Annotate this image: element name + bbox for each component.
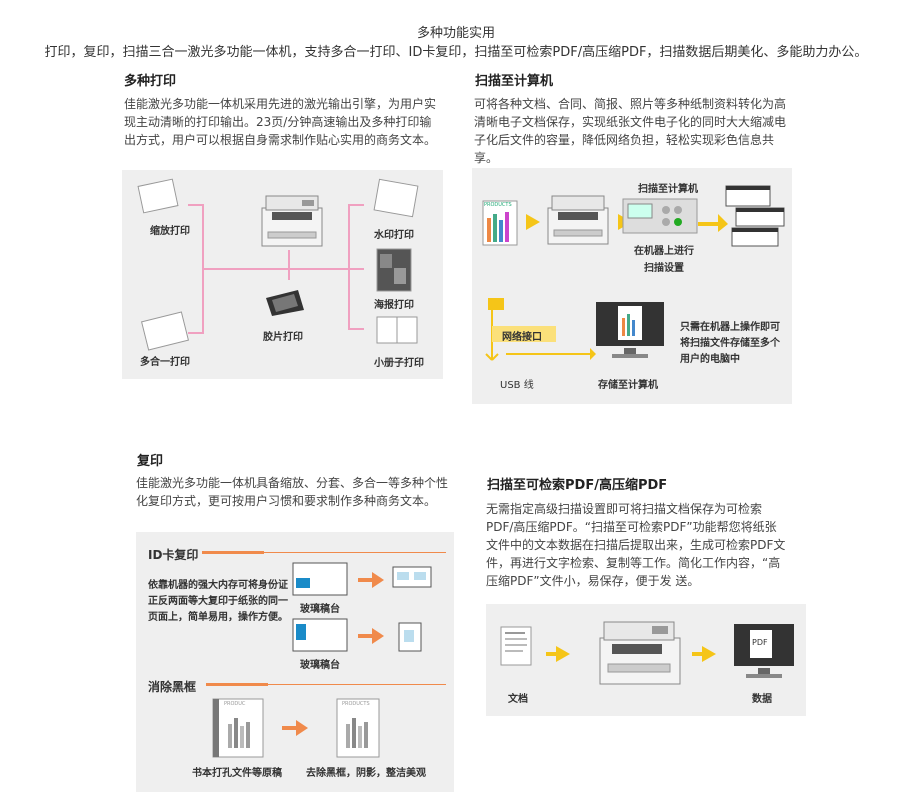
scan-pc-section-title: 扫描至计算机 <box>475 74 554 89</box>
network-port-icon <box>488 298 504 310</box>
film-icon <box>266 290 304 316</box>
scan-pdf-diagram: 文档 PDF 数据 <box>486 604 806 716</box>
divider <box>206 552 446 553</box>
connector-line <box>348 268 364 270</box>
print-section-title: 多种打印 <box>124 74 177 89</box>
cable-line <box>506 348 596 360</box>
connector-line <box>188 204 204 206</box>
on-machine-label-2: 扫描设置 <box>644 263 684 274</box>
scan-pdf-section-title: 扫描至可检索PDF/高压缩PDF <box>487 478 668 493</box>
usb-label: USB 线 <box>500 380 534 391</box>
document-icon <box>137 178 179 214</box>
control-panel-icon <box>622 198 698 234</box>
screens-icon <box>725 185 785 247</box>
scan-pdf-section-text: 无需指定高级扫描设置即可将扫描文档保存为可检索PDF/高压缩PDF。“扫描至可检… <box>486 502 786 588</box>
arrow-icon <box>372 572 384 588</box>
zoom-print-label: 缩放打印 <box>150 226 190 237</box>
glass-platen-icon <box>292 618 348 652</box>
glass-platen-icon <box>292 562 348 596</box>
pdf-label: PDF <box>752 638 768 647</box>
note-line-3: 用户的电脑中 <box>680 354 740 365</box>
arrow-shaft <box>546 652 558 656</box>
monitor-icon <box>596 302 664 358</box>
arrow-shaft <box>358 634 372 638</box>
erase-frame-label: 消除黑框 <box>148 680 197 694</box>
arrow-shaft <box>358 578 372 582</box>
copy-section-text: 佳能激光多功能一体机具备缩放、分套、多合一等多种个性化复印方式，更可按用户习惯和… <box>136 476 449 508</box>
watermark-print-label: 水印打印 <box>374 230 414 241</box>
note-line-2: 将扫描文件存储至多个 <box>680 338 780 349</box>
result-card-icon <box>398 622 422 652</box>
products-label: PRODUC <box>224 701 246 707</box>
printer-icon <box>261 195 323 247</box>
booklet-print-label: 小册子打印 <box>374 358 424 369</box>
connector-line <box>288 250 290 270</box>
print-diagram: 缩放打印 多合一打印 胶片打印 水印打印 海报打印 小册子打印 <box>122 170 443 379</box>
id-copy-label: ID卡复印 <box>148 548 199 562</box>
print-section-text: 佳能激光多功能一体机采用先进的激光输出引擎，为用户实现主动清晰的打印输出。23页… <box>124 97 437 147</box>
original-doc-icon <box>212 698 264 758</box>
printer-icon <box>599 621 681 685</box>
copy-diagram: ID卡复印 依靠机器的强大内存可将身份证正反两面等大复印于纸张的同一页面上，简单… <box>136 532 454 792</box>
scan-pc-section-text: 可将各种文档、合同、简报、照片等多种纸制资料转化为高清晰电子文档保存，实现纸张文… <box>474 97 787 165</box>
scan-to-pc-label: 扫描至计算机 <box>638 184 698 195</box>
printer-icon <box>547 195 609 245</box>
multi-print-label: 多合一打印 <box>140 357 190 368</box>
id-copy-desc: 依靠机器的强大内存可将身份证正反两面等大复印于纸张的同一页面上，简单易用，操作方… <box>148 580 288 623</box>
document-icon <box>500 626 532 666</box>
connector-line <box>188 332 204 334</box>
arrow-icon <box>296 720 308 736</box>
film-print-label: 胶片打印 <box>263 332 303 343</box>
page-title: 多种功能实用 <box>416 26 495 41</box>
arrow-icon <box>556 646 570 662</box>
original-label: 书本打孔文件等原稿 <box>192 768 282 779</box>
data-label: 数据 <box>752 694 772 705</box>
note-line-1: 只需在机器上操作即可 <box>680 322 780 333</box>
network-label: 网络接口 <box>502 332 542 343</box>
document-icon <box>140 311 190 351</box>
glass-label-2: 玻璃稿台 <box>300 660 340 671</box>
monitor-icon <box>734 624 794 678</box>
doc-label: 文档 <box>508 694 528 705</box>
connector-line <box>348 328 364 330</box>
connector-line <box>288 268 290 280</box>
arrow-icon <box>372 628 384 644</box>
divider-accent <box>202 551 264 554</box>
connector-line <box>348 204 350 329</box>
save-pc-label: 存储至计算机 <box>598 380 658 391</box>
scan-pc-diagram: PRODUCTS 扫描至计算机 在机器上进行 扫描设置 网络接口 <box>472 168 792 404</box>
booklet-icon <box>376 316 418 344</box>
on-machine-label-1: 在机器上进行 <box>634 246 694 257</box>
connector-line <box>202 268 348 270</box>
divider <box>210 684 446 685</box>
products-label: PRODUCTS <box>484 202 512 208</box>
network-label-bg <box>492 326 556 342</box>
document-icon <box>373 178 419 218</box>
result-card-icon <box>392 566 432 588</box>
arrow-icon <box>702 646 716 662</box>
arrow-shaft <box>692 652 704 656</box>
poster-icon <box>376 248 412 292</box>
poster-print-label: 海报打印 <box>374 300 414 311</box>
arrow-shaft <box>282 726 296 730</box>
document-icon <box>482 200 518 246</box>
arrow-icon <box>698 214 728 232</box>
result-label: 去除黑框，阴影，整洁美观 <box>306 768 426 779</box>
result-doc-icon <box>336 698 380 758</box>
page-subtitle: 打印，复印，扫描三合一激光多功能一体机，支持多合一打印、ID卡复印，扫描至可检索… <box>44 45 868 60</box>
divider-accent <box>206 683 268 686</box>
connector-line <box>348 204 364 206</box>
arrow-icon <box>526 214 540 230</box>
products-label: PRODUCTS <box>342 701 370 707</box>
glass-label-1: 玻璃稿台 <box>300 604 340 615</box>
copy-section-title: 复印 <box>137 454 164 469</box>
